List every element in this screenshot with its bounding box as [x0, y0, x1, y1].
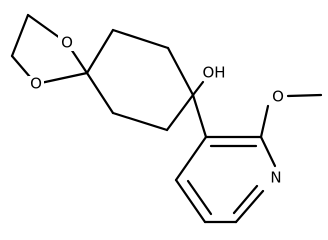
bond-c3-c4 — [166, 46, 195, 97]
pyridine-n-bg — [268, 170, 284, 186]
bond-py-double-2 — [232, 184, 259, 215]
bond-spiro-c2 — [85, 28, 115, 75]
dioxolane-o-bottom-bg — [28, 76, 44, 92]
bond-c4-pyridine — [191, 93, 208, 139]
bond-c5-c6 — [111, 111, 169, 132]
bond-ome-ch3 — [286, 93, 323, 98]
bond-c4-c5 — [165, 93, 195, 132]
bond-c4-oh — [191, 80, 205, 97]
bond-py-double-3 — [186, 179, 213, 216]
dioxolane-o-top-label: O — [61, 34, 73, 52]
bond-py-c4-c3 — [174, 135, 208, 182]
bond-c2-ome — [259, 104, 270, 139]
dioxolane-o-top-bg — [58, 35, 74, 51]
pyridine-n-label: N — [270, 169, 281, 187]
bond-c2-c3 — [111, 28, 170, 50]
structure-canvas: O O OH O N — [10, 13, 323, 224]
bond-ch2-ch2 — [10, 13, 30, 58]
bond-py-c5-c4 — [174, 178, 207, 224]
molecule-drawing: O O OH O N — [10, 13, 323, 224]
bond-o2-spiro — [34, 71, 89, 86]
methoxy-o-label: O — [272, 88, 284, 106]
dioxolane-o-bottom-label: O — [30, 75, 42, 93]
hydroxyl-label: OH — [202, 64, 225, 82]
bond-py-c2-n — [259, 135, 277, 168]
bond-py-n-c6 — [234, 189, 265, 224]
bond-c6-spiro — [85, 71, 115, 115]
